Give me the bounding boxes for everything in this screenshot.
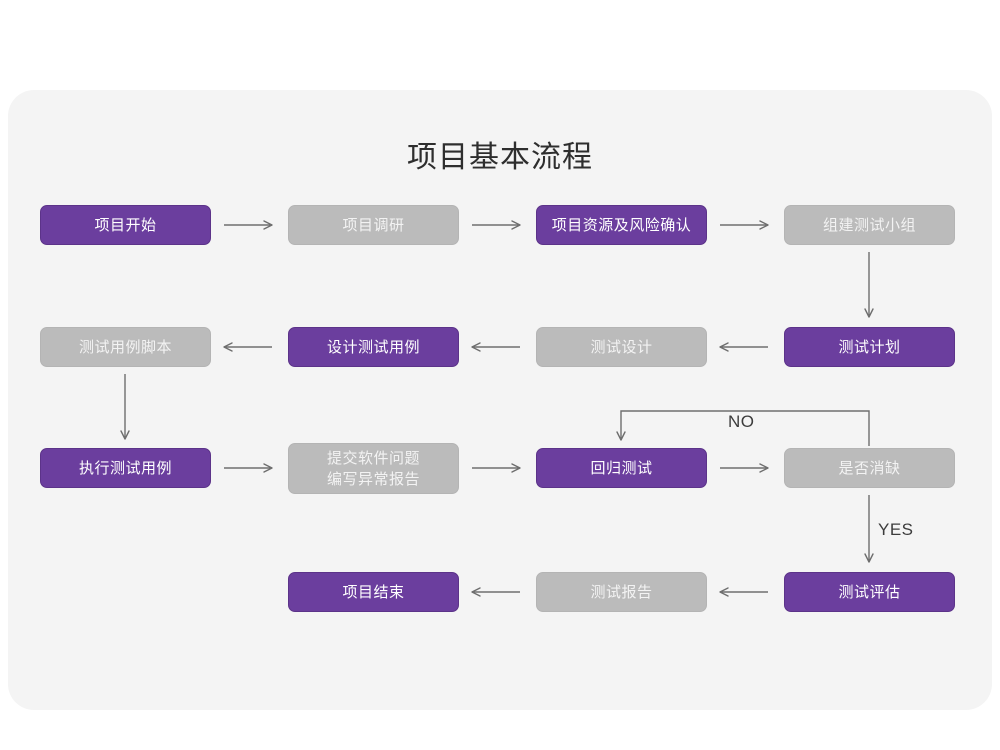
- node-test-case-script[interactable]: 测试用例脚本: [40, 327, 211, 367]
- node-test-design[interactable]: 测试设计: [536, 327, 707, 367]
- node-test-evaluation[interactable]: 测试评估: [784, 572, 955, 612]
- node-test-plan[interactable]: 测试计划: [784, 327, 955, 367]
- node-project-research[interactable]: 项目调研: [288, 205, 459, 245]
- node-test-report[interactable]: 测试报告: [536, 572, 707, 612]
- node-defect-cleared[interactable]: 是否消缺: [784, 448, 955, 488]
- node-form-test-team[interactable]: 组建测试小组: [784, 205, 955, 245]
- node-submit-defect-report[interactable]: 提交软件问题 编写异常报告: [288, 443, 459, 494]
- node-design-test-case[interactable]: 设计测试用例: [288, 327, 459, 367]
- page-title: 项目基本流程: [407, 141, 593, 174]
- diagram-card: [8, 90, 992, 710]
- node-project-start[interactable]: 项目开始: [40, 205, 211, 245]
- node-regression-test[interactable]: 回归测试: [536, 448, 707, 488]
- node-resource-risk-confirm[interactable]: 项目资源及风险确认: [536, 205, 707, 245]
- edge-label-no: NO: [728, 412, 755, 431]
- edge-label-yes: YES: [878, 520, 914, 539]
- node-project-end[interactable]: 项目结束: [288, 572, 459, 612]
- node-execute-test-case[interactable]: 执行测试用例: [40, 448, 211, 488]
